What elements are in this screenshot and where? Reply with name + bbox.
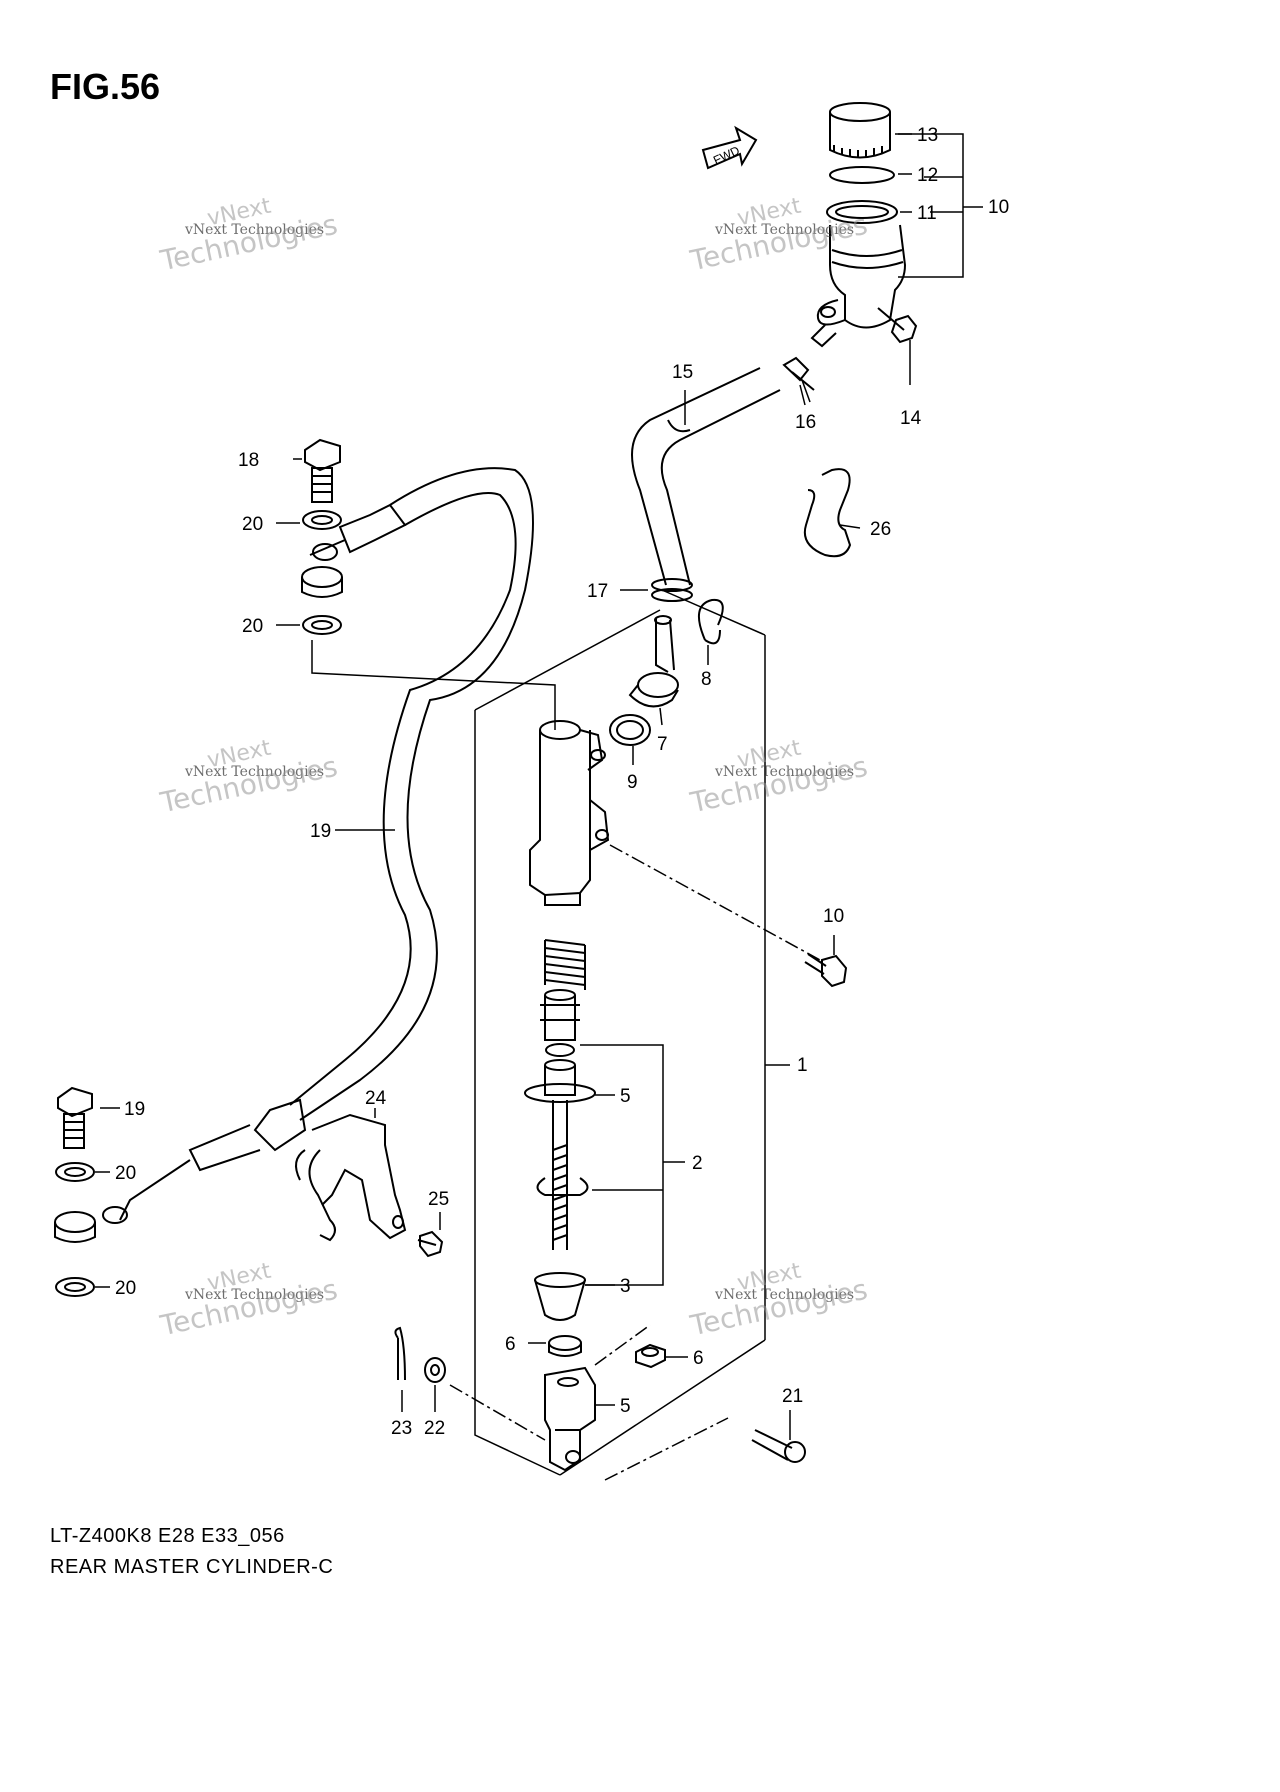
hose-fitting-bottom: [102, 1098, 307, 1224]
o-ring: [609, 714, 651, 746]
banjo-eye-bottom: [54, 1211, 96, 1243]
hose-fitting-top: [309, 503, 407, 561]
reservoir-cap: [829, 102, 891, 159]
callout-26: 26: [870, 519, 891, 540]
cotter-pin: [394, 1326, 406, 1381]
assembly-guide-line: [311, 640, 556, 730]
reservoir-plate: [826, 200, 898, 224]
clevis-pin: [751, 1429, 806, 1463]
callout-9: 9: [627, 772, 638, 793]
banjo-bolt-top: [304, 438, 341, 503]
banjo-eye-top: [301, 566, 343, 598]
plain-washer: [424, 1357, 446, 1383]
figure-title: FIG.56: [50, 66, 161, 107]
dust-boot: [534, 1272, 586, 1321]
snap-ring: [536, 1177, 589, 1196]
callout-labels: 13 12 11 10 14 15 16 26 17 8 7 9 18 20 2…: [115, 125, 1009, 1439]
model-code: LT-Z400K8 E28 E33_056: [50, 1525, 285, 1547]
callout-23: 23: [391, 1418, 412, 1439]
callout-16: 15: [672, 362, 693, 383]
callout-5: 5: [620, 1396, 631, 1417]
reservoir-diaphragm-seal: [829, 166, 895, 184]
callout-17b: 17: [587, 581, 608, 602]
pushrod: [552, 1100, 568, 1250]
callout-21: 21: [782, 1386, 803, 1407]
bracket-bolt: [417, 1230, 444, 1258]
piston-assembly: [540, 989, 580, 1057]
reservoir-hose: [631, 367, 781, 586]
callout-1: 1: [797, 1055, 808, 1076]
banjo-bolt-bottom: [57, 1086, 93, 1149]
reservoir-body: [810, 224, 907, 348]
callout-2: 2: [692, 1153, 703, 1174]
callout-19: 18: [238, 450, 259, 471]
hose-clamp-bottom: [651, 578, 693, 602]
mounting-bolt: [804, 953, 848, 988]
leader-lines: [95, 133, 912, 1440]
callout-3: 3: [620, 1276, 631, 1297]
callout-11: 10: [988, 197, 1009, 218]
callout-6a: 6: [505, 1334, 516, 1355]
assembly-box-1: [474, 589, 790, 1476]
callout-20d: 20: [115, 1278, 136, 1299]
callout-7: 7: [657, 734, 668, 755]
callout-20b: 20: [242, 616, 263, 637]
callout-8: 8: [701, 669, 712, 690]
callout-22: 22: [424, 1418, 445, 1439]
hose-guide-bracket: [295, 1113, 407, 1242]
callout-18: 19: [310, 821, 331, 842]
reservoir-screw: [877, 307, 918, 344]
callout-6b: 6: [693, 1348, 704, 1369]
callout-15: 14: [900, 408, 922, 429]
spring-clip: [803, 468, 852, 558]
callout-12: 11: [917, 203, 937, 224]
callout-17: 16: [795, 412, 816, 433]
lock-nut: [548, 1335, 582, 1357]
callout-10: 10: [823, 906, 844, 927]
callout-25: 25: [428, 1189, 449, 1210]
hose-clamp-top: [782, 356, 815, 391]
callout-bracket-11: [898, 133, 983, 278]
figure-name: REAR MASTER CYLINDER-C: [50, 1556, 334, 1578]
callout-4: 5: [620, 1086, 631, 1107]
circlip: [697, 598, 724, 645]
clevis: [544, 1366, 596, 1472]
callout-20c: 20: [115, 1163, 136, 1184]
master-cylinder-body: [529, 720, 610, 906]
callout-13: 12: [917, 165, 938, 186]
pushrod-boot-ring: [524, 1059, 596, 1103]
brake-hose: [289, 467, 534, 1121]
callout-14: 13: [917, 125, 938, 146]
alignment-lines: [449, 844, 821, 1481]
callout-bracket-2: [580, 1044, 685, 1286]
washer: [55, 510, 342, 1297]
callout-19b: 19: [124, 1099, 145, 1120]
fwd-arrow-icon: FWD: [701, 125, 758, 170]
lock-nut: [635, 1343, 666, 1369]
callout-20a: 20: [242, 514, 263, 535]
callout-24: 24: [365, 1088, 387, 1109]
inlet-connector: [628, 615, 679, 708]
return-spring: [544, 939, 586, 990]
